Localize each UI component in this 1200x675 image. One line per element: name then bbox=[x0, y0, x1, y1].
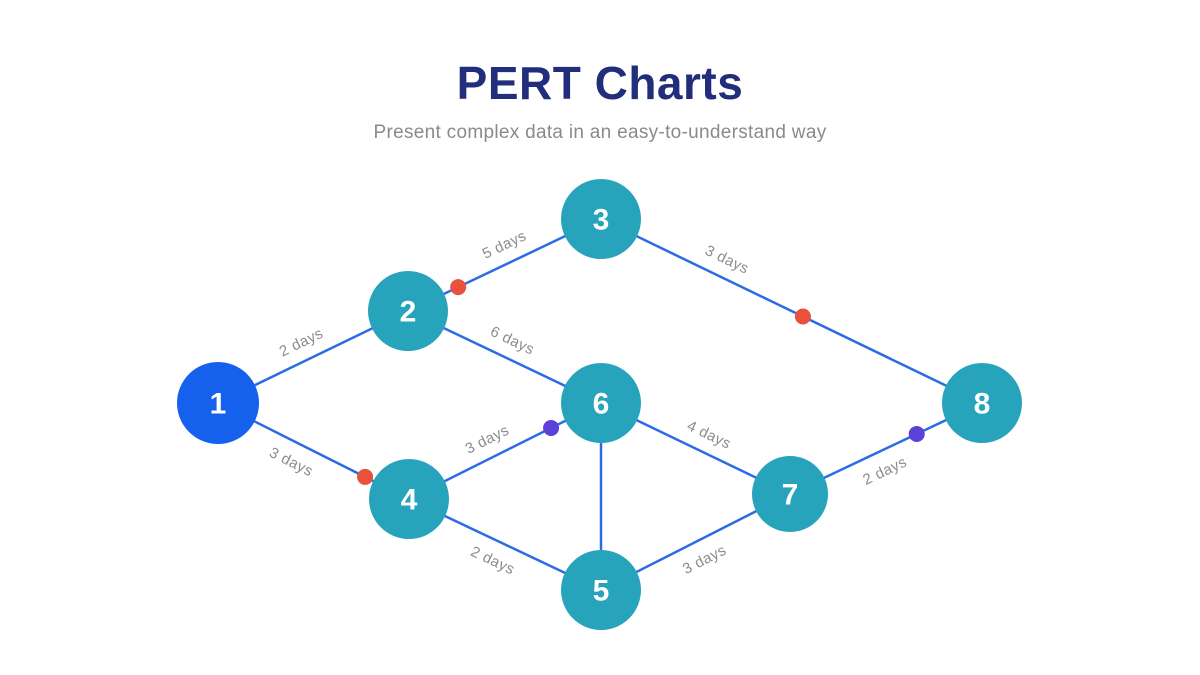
pert-node-label-4: 4 bbox=[401, 484, 418, 517]
edge-label-7-8: 2 days bbox=[860, 453, 909, 488]
pert-node-5: 5 bbox=[561, 550, 641, 630]
pert-node-4: 4 bbox=[369, 459, 449, 539]
pert-node-circle-3 bbox=[561, 179, 641, 259]
pert-node-label-1: 1 bbox=[210, 388, 227, 421]
pert-node-circle-4 bbox=[369, 459, 449, 539]
pert-node-label-2: 2 bbox=[400, 296, 417, 329]
pert-node-8: 8 bbox=[942, 363, 1022, 443]
page-title: PERT Charts bbox=[456, 57, 744, 109]
pert-node-label-6: 6 bbox=[593, 388, 610, 421]
pert-node-circle-1 bbox=[177, 362, 259, 444]
pert-node-circle-7 bbox=[752, 456, 828, 532]
page-subtitle: Present complex data in an easy-to-under… bbox=[373, 122, 827, 143]
pert-node-circle-6 bbox=[561, 363, 641, 443]
edge-3-8 bbox=[600, 217, 983, 405]
milestone-dot-red-1-4 bbox=[357, 468, 374, 485]
milestone-dot-red-2-3 bbox=[450, 279, 467, 296]
pert-node-label-8: 8 bbox=[974, 388, 991, 421]
pert-node-7: 7 bbox=[752, 456, 828, 532]
pert-node-6: 6 bbox=[561, 363, 641, 443]
header: PERT Charts Present complex data in an e… bbox=[0, 0, 1200, 144]
pert-node-2: 2 bbox=[368, 271, 448, 351]
pert-node-circle-8 bbox=[942, 363, 1022, 443]
milestone-dot-purple-7-8 bbox=[908, 425, 925, 442]
pert-node-circle-5 bbox=[561, 550, 641, 630]
pert-node-circle-2 bbox=[368, 271, 448, 351]
pert-node-label-3: 3 bbox=[593, 204, 610, 237]
milestone-dot-purple-4-6 bbox=[543, 419, 560, 436]
pert-node-label-7: 7 bbox=[782, 479, 799, 512]
edge-label-4-5: 2 days bbox=[468, 543, 517, 578]
pert-node-1: 1 bbox=[177, 362, 259, 444]
pert-node-label-5: 5 bbox=[593, 575, 610, 608]
pert-node-3: 3 bbox=[561, 179, 641, 259]
milestone-dot-red-3-8 bbox=[794, 308, 811, 325]
